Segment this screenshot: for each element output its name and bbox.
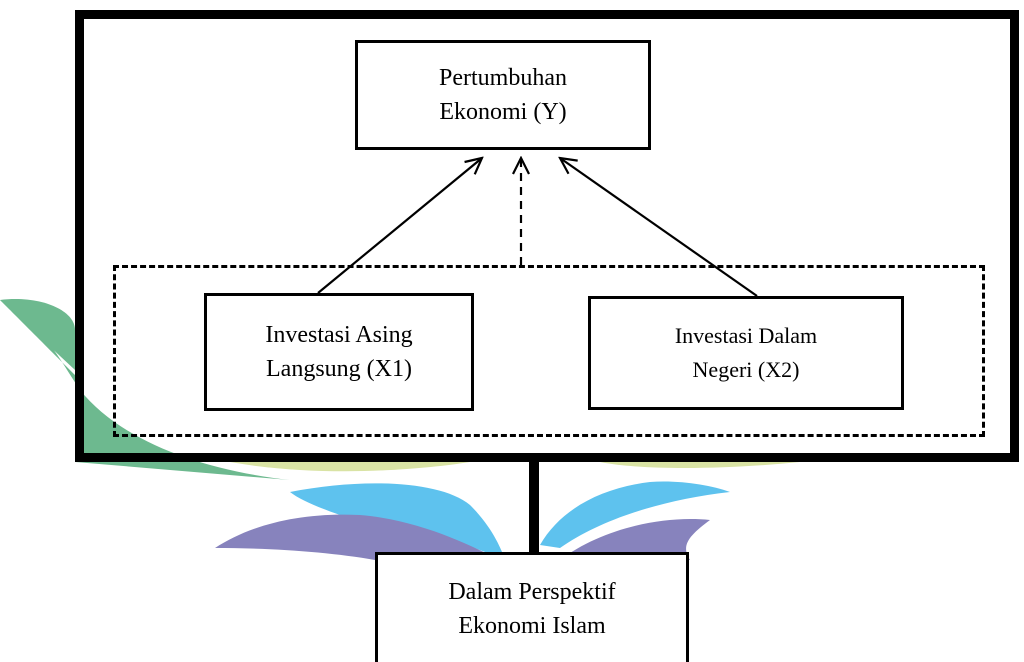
caption-line1: Dalam Perspektif xyxy=(448,579,616,605)
independent-variable-x2-box: Investasi Dalam Negeri (X2) xyxy=(588,296,904,410)
x1-line2: Langsung (X1) xyxy=(266,356,412,382)
logo-yellow-arc-right xyxy=(600,462,800,468)
x2-line1: Investasi Dalam xyxy=(674,323,818,348)
caption-box: Dalam Perspektif Ekonomi Islam xyxy=(375,552,689,662)
logo-blue-right xyxy=(540,481,730,548)
x2-line2: Negeri (X2) xyxy=(692,357,800,382)
logo-green-leaf-edge xyxy=(0,299,75,370)
independent-variables-group xyxy=(113,265,985,437)
x1-line1: Investasi Asing xyxy=(265,322,413,348)
dependent-line1: Pertumbuhan xyxy=(439,65,567,91)
independent-variable-x1-box: Investasi Asing Langsung (X1) xyxy=(204,293,474,411)
logo-yellow-arc xyxy=(230,462,470,472)
logo-purple-right xyxy=(560,519,710,560)
caption-line2: Ekonomi Islam xyxy=(458,613,606,639)
logo-green-leaf xyxy=(0,300,290,480)
outer-frame xyxy=(75,10,1019,462)
dependent-variable-box: Pertumbuhan Ekonomi (Y) xyxy=(355,40,651,150)
connector-line xyxy=(529,458,539,558)
logo-purple-left xyxy=(215,514,500,560)
dependent-line2: Ekonomi (Y) xyxy=(439,99,567,125)
